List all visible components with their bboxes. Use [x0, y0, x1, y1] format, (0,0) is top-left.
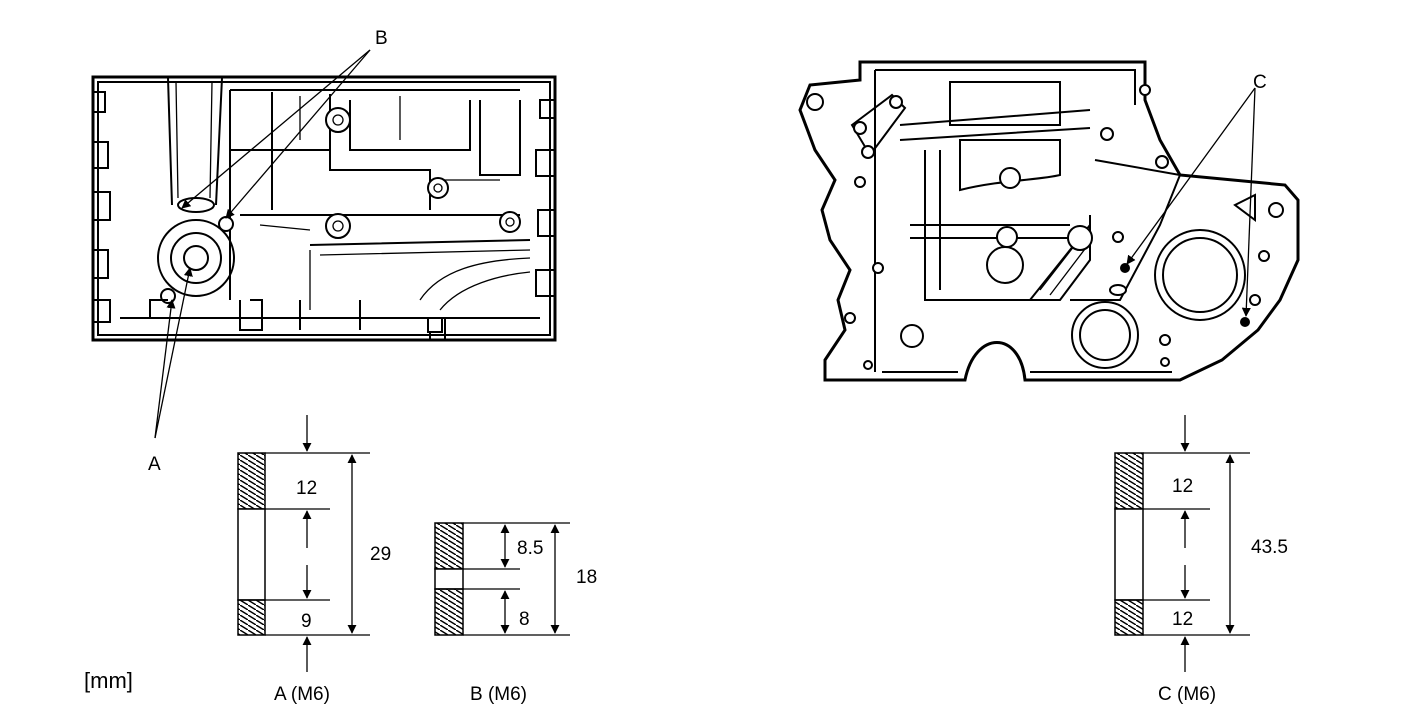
stud-b-bottom-length: 8: [519, 609, 530, 630]
stud-a-bottom-length: 9: [301, 611, 312, 632]
stud-c-drawing: [1114, 415, 1250, 672]
stud-a-total-length: 29: [370, 544, 391, 565]
cylinder-block-side-view: [91, 75, 557, 342]
callout-b-label: B: [375, 28, 388, 49]
stud-c-total-length: 43.5: [1251, 537, 1288, 558]
stud-b-drawing: [434, 522, 570, 636]
stud-a-top-length: 12: [296, 478, 317, 499]
stud-b-caption: B (M6): [470, 684, 527, 705]
callout-c-leaders: [1126, 87, 1256, 317]
stud-c-caption: C (M6): [1158, 684, 1216, 705]
unit-label: [mm]: [84, 668, 133, 693]
stud-b-top-length: 8.5: [517, 538, 543, 559]
stud-b-total-length: 18: [576, 567, 597, 588]
callout-a-label: A: [148, 454, 161, 475]
stud-c-top-length: 12: [1172, 476, 1193, 497]
stud-c-bottom-length: 12: [1172, 609, 1193, 630]
stud-a-drawing: [237, 415, 370, 672]
cylinder-block-front-view: [798, 60, 1300, 382]
callout-a-leaders: [154, 267, 193, 439]
stud-a-caption: A (M6): [274, 684, 330, 705]
callout-b-leaders: [181, 49, 371, 219]
callout-c-label: C: [1253, 72, 1267, 93]
